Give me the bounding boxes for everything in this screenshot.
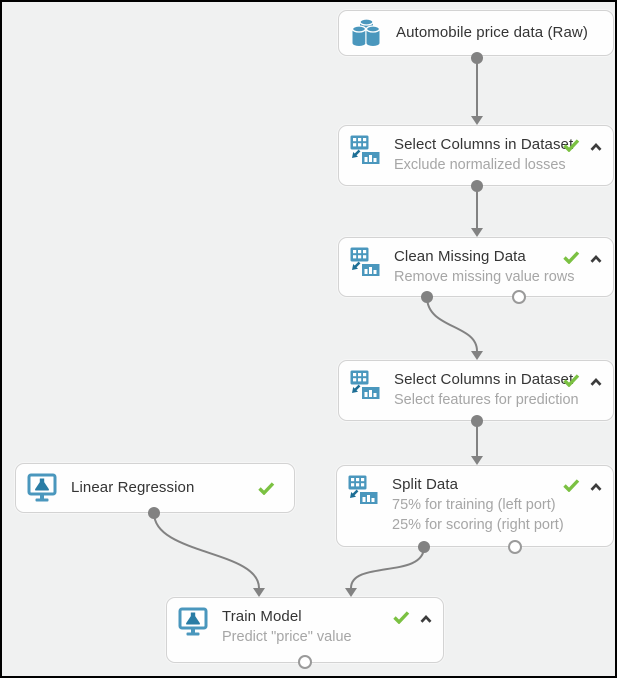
dataset-icon: [350, 18, 382, 48]
connector-arrow-icon: [471, 456, 483, 465]
output-port[interactable]: [421, 291, 433, 303]
output-port[interactable]: [512, 290, 526, 304]
collapse-chevron-icon[interactable]: [590, 378, 602, 386]
check-icon: [563, 251, 580, 265]
connector-arrow-icon: [471, 228, 483, 237]
node-title: Linear Regression: [71, 479, 195, 496]
node-linear-regression[interactable]: Linear Regression: [15, 463, 295, 513]
check-icon: [563, 139, 580, 153]
node-split-data[interactable]: Split Data 75% for training (left port) …: [336, 465, 614, 547]
connector[interactable]: [153, 512, 260, 589]
node-clean-missing-data[interactable]: Clean Missing Data Remove missing value …: [338, 237, 614, 297]
check-icon: [563, 479, 580, 493]
collapse-chevron-icon[interactable]: [590, 255, 602, 263]
node-subtitle: Exclude normalized losses: [394, 157, 566, 173]
check-icon: [393, 611, 410, 625]
node-train-model[interactable]: Train Model Predict "price" value: [166, 597, 444, 663]
node-subtitle: 75% for training (left port): [392, 497, 556, 513]
output-port[interactable]: [471, 180, 483, 192]
collapse-chevron-icon[interactable]: [590, 483, 602, 491]
output-port[interactable]: [471, 52, 483, 64]
node-title: Split Data: [392, 476, 459, 493]
node-subtitle: 25% for scoring (right port): [392, 517, 564, 533]
check-icon: [258, 482, 275, 496]
node-title: Clean Missing Data: [394, 248, 526, 265]
connector-arrow-icon: [471, 116, 483, 125]
transform-icon: [350, 135, 380, 165]
model-icon: [27, 473, 57, 503]
connector[interactable]: [350, 546, 425, 589]
connector-arrow-icon: [345, 588, 357, 597]
output-port[interactable]: [471, 415, 483, 427]
node-title: Select Columns in Dataset: [394, 371, 574, 388]
node-subtitle: Remove missing value rows: [394, 269, 575, 285]
node-subtitle: Select features for prediction: [394, 392, 579, 408]
node-select-columns-2[interactable]: Select Columns in Dataset Select feature…: [338, 360, 614, 421]
output-port[interactable]: [148, 507, 160, 519]
node-automobile-price-data[interactable]: Automobile price data (Raw): [338, 10, 614, 56]
connector-arrow-icon: [471, 351, 483, 360]
node-title: Automobile price data (Raw): [396, 24, 588, 41]
transform-icon: [350, 247, 380, 277]
collapse-chevron-icon[interactable]: [420, 615, 432, 623]
output-port[interactable]: [418, 541, 430, 553]
transform-icon: [350, 370, 380, 400]
output-port[interactable]: [508, 540, 522, 554]
transform-icon: [348, 475, 378, 505]
node-title: Select Columns in Dataset: [394, 136, 574, 153]
model-icon: [178, 607, 208, 637]
node-select-columns-1[interactable]: Select Columns in Dataset Exclude normal…: [338, 125, 614, 186]
check-icon: [563, 374, 580, 388]
node-subtitle: Predict "price" value: [222, 629, 352, 645]
output-port[interactable]: [298, 655, 312, 669]
collapse-chevron-icon[interactable]: [590, 143, 602, 151]
connector[interactable]: [426, 296, 478, 352]
connector-arrow-icon: [253, 588, 265, 597]
node-title: Train Model: [222, 608, 302, 625]
